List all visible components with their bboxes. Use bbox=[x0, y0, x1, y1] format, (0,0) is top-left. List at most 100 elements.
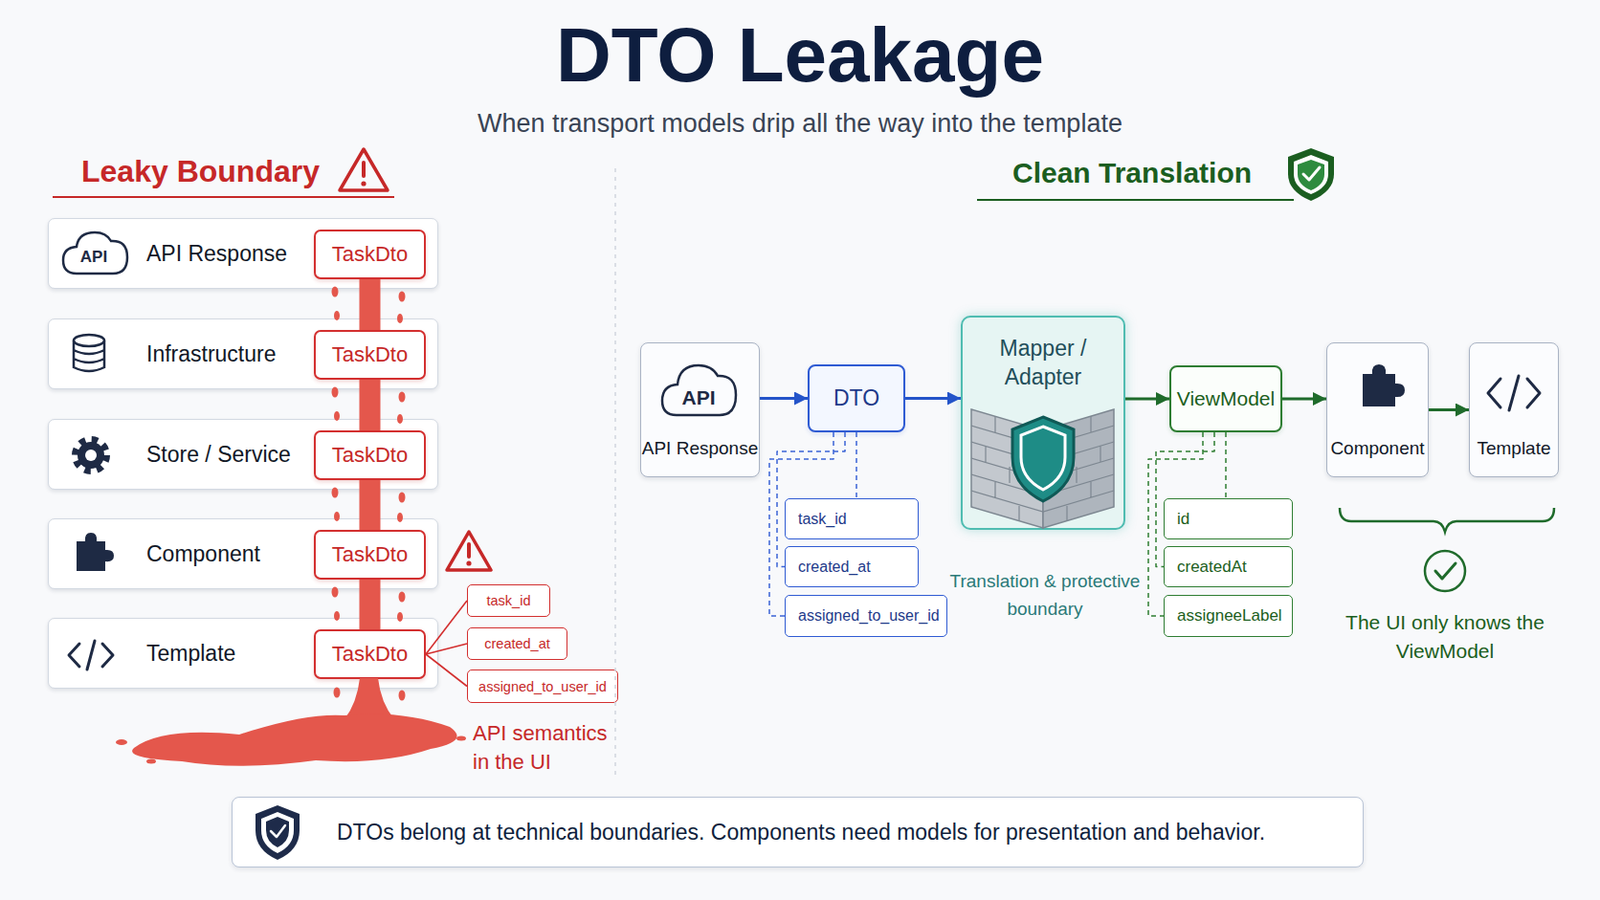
field-box: createdAt bbox=[1163, 546, 1293, 588]
warning-dot bbox=[466, 560, 471, 566]
drip-drop bbox=[333, 611, 340, 622]
gear-hole bbox=[85, 449, 97, 462]
drip-drop bbox=[399, 690, 406, 702]
node-label: assigneeLabel bbox=[1177, 606, 1283, 626]
drip-drop bbox=[399, 492, 406, 504]
brace-bracket bbox=[1339, 508, 1555, 533]
drip-drop bbox=[332, 587, 339, 599]
drip-drop bbox=[397, 612, 403, 623]
diagram-subtitle: When transport models drip all the way i… bbox=[0, 108, 1600, 139]
node-label: created_at bbox=[484, 636, 551, 652]
database-icon bbox=[73, 340, 105, 372]
puzzle-icon bbox=[76, 533, 114, 572]
brick-wall bbox=[1043, 409, 1114, 529]
node-label: TaskDto bbox=[332, 242, 408, 267]
node-label: TaskDto bbox=[332, 642, 408, 667]
node-label: task_id bbox=[798, 511, 847, 529]
field-link bbox=[425, 600, 467, 655]
field-link bbox=[777, 432, 845, 568]
node-label: Mapper / Adapter bbox=[979, 334, 1107, 393]
field-box: id bbox=[1163, 498, 1293, 540]
drip-drop bbox=[333, 311, 340, 321]
puzzle-icon bbox=[1362, 364, 1405, 407]
callout-note: API semantics in the UI bbox=[472, 719, 626, 777]
shield-emblem bbox=[1012, 417, 1074, 502]
dto-tag: TaskDto bbox=[313, 330, 426, 380]
drip-stream bbox=[359, 579, 381, 630]
node-caption: Translation & protective boundary bbox=[933, 568, 1156, 623]
section-heading: Leaky Boundary bbox=[81, 153, 320, 190]
heading-underline bbox=[52, 196, 395, 199]
layer-row: Store / ServiceTaskDto bbox=[47, 419, 439, 490]
component-box: Component bbox=[1326, 342, 1429, 478]
check-circle bbox=[1424, 551, 1466, 592]
check-mark bbox=[1435, 563, 1456, 579]
dto-tag: TaskDto bbox=[313, 530, 426, 580]
node-label: created_at bbox=[798, 558, 871, 577]
drip-drop bbox=[332, 488, 339, 499]
node-label: id bbox=[1177, 510, 1190, 530]
node-label: createdAt bbox=[1177, 557, 1247, 578]
api-box: API Response bbox=[640, 342, 760, 478]
warning-triangle bbox=[446, 532, 491, 571]
field-box: assigneeLabel bbox=[1163, 595, 1293, 638]
warning-triangle bbox=[339, 149, 388, 191]
drip-drop bbox=[397, 313, 403, 324]
code-icon bbox=[68, 641, 113, 670]
icon-label: API bbox=[76, 247, 112, 267]
drip-drop bbox=[333, 411, 340, 422]
shield-icon bbox=[261, 812, 294, 854]
viewmodel-box: ViewModel bbox=[1169, 365, 1283, 433]
layer-row: InfrastructureTaskDto bbox=[47, 318, 439, 390]
node-label: task_id bbox=[487, 593, 532, 609]
brick-lines bbox=[971, 416, 1114, 521]
field-link bbox=[1148, 432, 1203, 617]
node-label: DTO bbox=[833, 385, 880, 412]
node-label: Template bbox=[1469, 437, 1558, 462]
puddle bbox=[132, 714, 458, 767]
drip-drop bbox=[397, 512, 403, 523]
node-label: TaskDto bbox=[332, 342, 408, 368]
node-label: Component bbox=[146, 541, 261, 568]
node-label: Component bbox=[1327, 437, 1428, 462]
dto-tag: TaskDto bbox=[313, 629, 426, 680]
warning-mark bbox=[361, 162, 366, 177]
drip-tail bbox=[344, 678, 395, 720]
shield-emblem bbox=[1021, 426, 1066, 490]
flow-arrow bbox=[759, 397, 808, 400]
shield-icon bbox=[1293, 155, 1329, 195]
shield-icon bbox=[1288, 148, 1334, 201]
node-label: ViewModel bbox=[1177, 387, 1275, 411]
connector-group bbox=[370, 279, 1470, 688]
icon-label: API bbox=[675, 385, 722, 410]
field-chip: created_at bbox=[466, 627, 568, 661]
drip-drop bbox=[456, 736, 467, 742]
gear-icon bbox=[77, 442, 105, 469]
check-mark bbox=[1303, 167, 1320, 180]
node-label: assigned_to_user_id bbox=[478, 679, 607, 695]
code-icon bbox=[1488, 376, 1540, 411]
field-chip: task_id bbox=[466, 584, 551, 618]
drip-drop bbox=[333, 511, 340, 522]
layer-row: Component TaskDto bbox=[47, 518, 439, 590]
section-heading: Clean Translation bbox=[1012, 155, 1252, 191]
shield-icon bbox=[255, 805, 300, 861]
check-mark bbox=[270, 825, 286, 838]
summary-banner: DTOs belong at technical boundaries. Com… bbox=[231, 797, 1364, 868]
cloud-icon bbox=[662, 365, 736, 416]
field-link bbox=[1224, 432, 1227, 499]
flow-arrow bbox=[1125, 398, 1170, 401]
dto-box: DTO bbox=[807, 364, 906, 433]
field-box: task_id bbox=[784, 498, 919, 540]
mapper-box: Mapper / AdapterTranslation & protective… bbox=[960, 315, 1126, 531]
node-label: Store / Service bbox=[146, 442, 291, 468]
shield-icon bbox=[1297, 159, 1325, 191]
field-link bbox=[425, 654, 467, 688]
drip-drop bbox=[397, 414, 403, 424]
field-box: assigned_to_user_id bbox=[784, 595, 948, 638]
drip-drop bbox=[399, 291, 406, 303]
diagram-title: DTO Leakage bbox=[0, 17, 1600, 94]
drip-drop bbox=[146, 759, 156, 765]
field-link bbox=[425, 644, 467, 655]
